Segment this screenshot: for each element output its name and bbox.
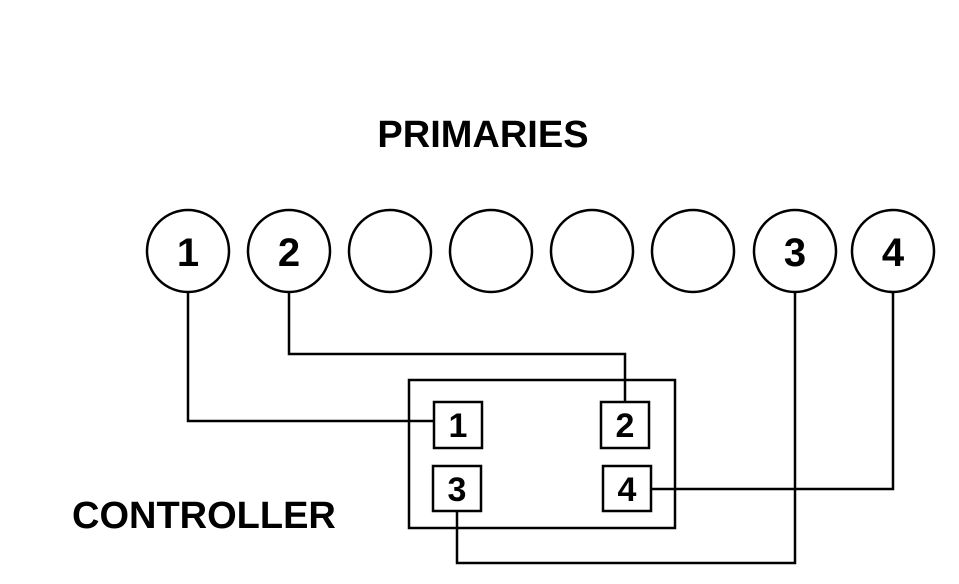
primary-circle-blank-3 <box>549 208 635 294</box>
primary-circle-3-label: 3 <box>784 231 806 275</box>
primary-circle-4: 4 <box>850 208 936 294</box>
controller-terminal-1: 1 <box>432 400 484 450</box>
primary-circle-4-label: 4 <box>882 231 905 275</box>
primary-circle-3: 3 <box>752 208 838 294</box>
primary-circle-blank-2 <box>448 208 534 294</box>
controller-terminal-4-label: 4 <box>618 471 637 509</box>
primary-circle-blank-4 <box>650 208 736 294</box>
primary-circle-blank-1 <box>347 208 433 294</box>
controller-terminal-1-label: 1 <box>449 407 468 445</box>
wire-primary-1-to-terminal-1 <box>186 292 434 423</box>
primary-circle-1-label: 1 <box>177 231 199 275</box>
controller-terminal-2-label: 2 <box>616 407 635 445</box>
controller-terminal-4: 4 <box>601 464 653 513</box>
primary-circle-2: 2 <box>246 208 332 294</box>
primaries-title: PRIMARIES <box>377 114 588 156</box>
controller-terminal-3-label: 3 <box>448 471 467 509</box>
wire-primary-4-to-terminal-4 <box>651 292 895 491</box>
wire-primary-2-to-terminal-2 <box>287 292 627 402</box>
controller-terminal-2: 2 <box>599 400 651 450</box>
controller-title: CONTROLLER <box>72 495 336 537</box>
controller-box <box>407 378 677 530</box>
primary-circle-1: 1 <box>145 208 231 294</box>
controller-terminal-3: 3 <box>431 464 483 513</box>
wire-primary-3-to-terminal-3 <box>455 292 797 565</box>
primary-circle-2-label: 2 <box>278 231 300 275</box>
